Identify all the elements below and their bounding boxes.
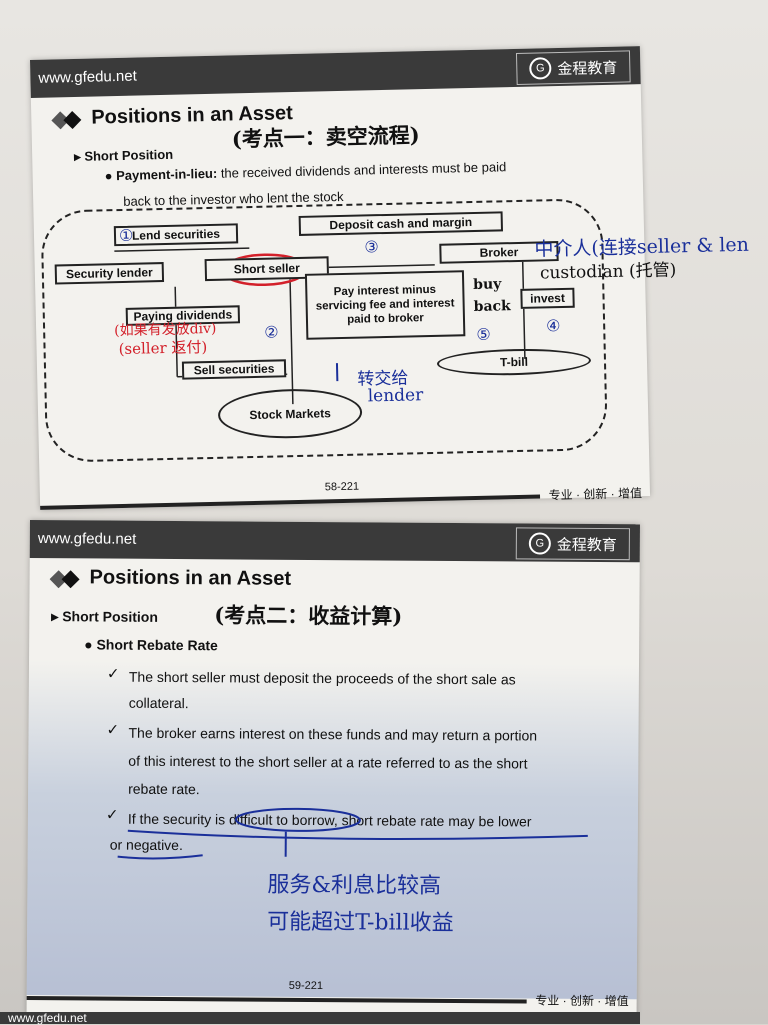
step-3-mark: ③ <box>364 237 379 256</box>
slide-59: www.gfedu.net G 金程教育 Positions in an Ass… <box>27 520 640 1019</box>
lender-note-2: lender <box>367 385 423 406</box>
sell-securities-label: Sell securities <box>182 359 286 379</box>
footer-rule <box>27 996 527 1003</box>
broker-note-2: custodian (托管) <box>540 255 677 283</box>
footer-slogan: 专业 · 创新 · 增值 <box>548 484 642 503</box>
next-slide-url: www.gfedu.net <box>8 1011 87 1025</box>
step-5-mark: ⑤ <box>476 325 491 344</box>
footer-slogan: 专业 · 创新 · 增值 <box>535 992 628 1010</box>
dividend-note-2: (seller 返付) <box>118 336 207 359</box>
page-number: 58-221 <box>325 481 360 494</box>
slide-58: www.gfedu.net G 金程教育 Positions in an Ass… <box>30 46 650 510</box>
pay-interest-box: Pay interest minus servicing fee and int… <box>305 270 465 340</box>
handwritten-note-1: 服务&利息比较高 <box>267 867 441 900</box>
security-lender-box: Security lender <box>55 262 164 284</box>
next-slide-header: www.gfedu.net <box>0 1012 640 1024</box>
buy-back-note: buy back <box>473 273 504 318</box>
step-1-mark: ① <box>119 226 134 245</box>
annotation-strokes <box>27 520 640 1019</box>
step-2-mark: ② <box>264 322 279 341</box>
page-number: 59-221 <box>289 980 323 992</box>
step-4-mark: ④ <box>546 316 561 335</box>
handwritten-note-2: 可能超过T-bill收益 <box>267 904 454 937</box>
invest-box: invest <box>520 288 574 309</box>
